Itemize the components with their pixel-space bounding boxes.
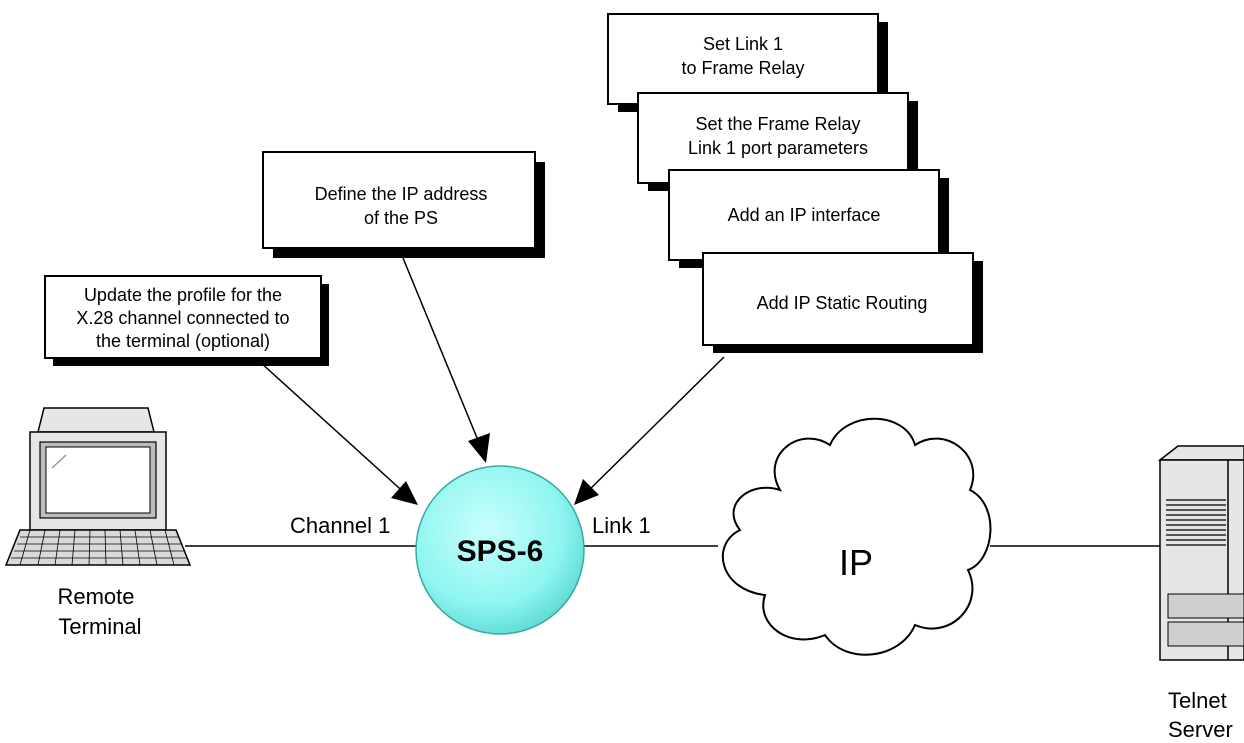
terminal-label-line2: Terminal bbox=[58, 614, 141, 639]
arrows bbox=[259, 257, 725, 505]
arrow-head-update-profile bbox=[391, 481, 418, 505]
box-define-ip-line1: Define the IP address bbox=[315, 184, 488, 204]
box-add-interface-line1: Add an IP interface bbox=[728, 205, 881, 225]
ip-cloud-label: IP bbox=[839, 542, 873, 583]
box-set-link-line2: to Frame Relay bbox=[681, 58, 804, 78]
link-label: Link 1 bbox=[592, 513, 651, 538]
sps-node-label: SPS-6 bbox=[457, 535, 544, 568]
box-update-profile: Update the profile for the X.28 channel … bbox=[44, 275, 329, 366]
arrow-head-define-ip bbox=[468, 433, 490, 463]
server-label-line2: Server bbox=[1168, 717, 1233, 742]
box-set-params-line1: Set the Frame Relay bbox=[695, 114, 860, 134]
box-add-routing-line1: Add IP Static Routing bbox=[757, 293, 928, 313]
server-label-line1: Telnet bbox=[1168, 688, 1227, 713]
terminal-label-line1: Remote bbox=[57, 584, 134, 609]
box-set-params-line2: Link 1 port parameters bbox=[688, 138, 868, 158]
box-update-profile-line3: the terminal (optional) bbox=[96, 331, 270, 351]
sps-node-sphere bbox=[415, 465, 585, 635]
sps-node: SPS-6 bbox=[415, 465, 585, 635]
telnet-server-icon bbox=[1157, 445, 1244, 661]
remote-terminal-icon bbox=[4, 407, 192, 566]
arrow-head-add-routing bbox=[574, 479, 599, 505]
arrow-define-ip bbox=[402, 257, 483, 451]
channel-label: Channel 1 bbox=[290, 513, 390, 538]
arrow-update-profile bbox=[259, 361, 410, 498]
box-define-ip: Define the IP address of the PS bbox=[262, 151, 545, 258]
box-update-profile-line1: Update the profile for the bbox=[84, 285, 282, 305]
box-define-ip-line2: of the PS bbox=[364, 208, 438, 228]
arrow-add-routing bbox=[581, 356, 725, 498]
box-add-routing: Add IP Static Routing bbox=[702, 252, 983, 353]
ip-cloud-icon: IP bbox=[721, 417, 992, 656]
box-set-link-line1: Set Link 1 bbox=[703, 34, 783, 54]
box-update-profile-line2: X.28 channel connected to bbox=[76, 308, 289, 328]
